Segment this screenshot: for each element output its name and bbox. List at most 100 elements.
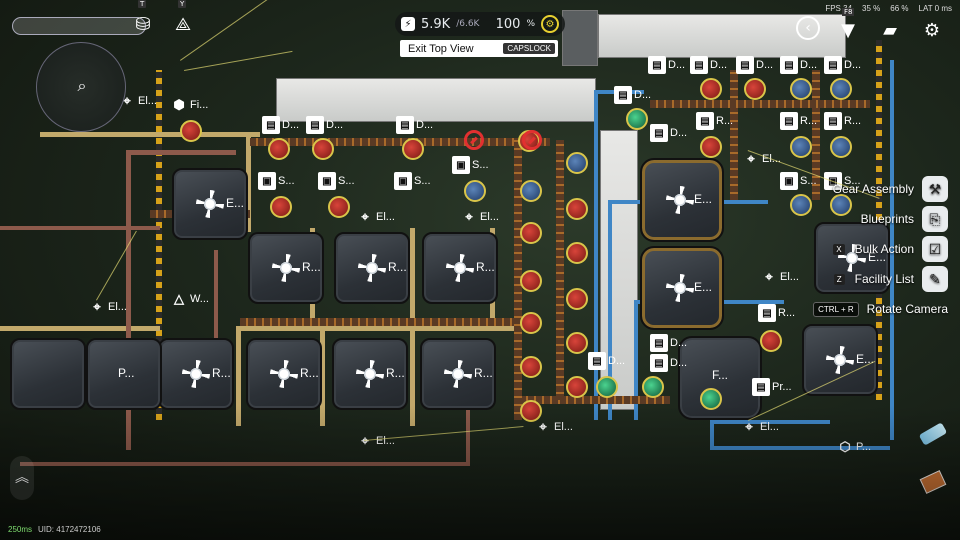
item-token[interactable]: [566, 332, 588, 354]
item-token[interactable]: [642, 376, 664, 398]
item-token[interactable]: [566, 198, 588, 220]
node-r[interactable]: ▤R...: [758, 304, 795, 322]
node-pr[interactable]: ▤Pr...: [752, 378, 792, 396]
item-token[interactable]: [464, 180, 486, 202]
node-relay[interactable]: ⌖El...: [460, 208, 499, 226]
node-relay[interactable]: ⌖El...: [760, 268, 799, 286]
item-token[interactable]: [700, 136, 722, 158]
node-depot[interactable]: ▤R...: [824, 112, 861, 130]
recipe-button[interactable]: F8 ▼: [834, 8, 862, 44]
node-depot[interactable]: ▤R...: [780, 112, 817, 130]
search-bar[interactable]: [12, 17, 146, 35]
item-token[interactable]: [744, 78, 766, 100]
node-w[interactable]: △W...: [170, 290, 209, 308]
menu-rotate-camera[interactable]: CTRL + R Rotate Camera: [813, 296, 948, 322]
node-storage[interactable]: ▣S...: [780, 172, 817, 190]
electric-machine[interactable]: E...: [640, 158, 724, 242]
node-storage[interactable]: ▣S...: [258, 172, 295, 190]
item-token[interactable]: [790, 78, 812, 100]
item-token[interactable]: [520, 222, 542, 244]
node-depot[interactable]: ▤D...: [780, 56, 817, 74]
menu-bulk-action[interactable]: X Bulk Action ☑: [833, 236, 948, 262]
card-icon[interactable]: [919, 470, 947, 494]
refinery-machine[interactable]: R...: [248, 232, 324, 304]
item-token[interactable]: [328, 196, 350, 218]
item-token[interactable]: [268, 138, 290, 160]
back-button[interactable]: ‹: [796, 16, 820, 40]
expand-panel-button[interactable]: ︽: [10, 456, 34, 500]
item-token[interactable]: [520, 356, 542, 378]
settings-button[interactable]: ⚙: [918, 16, 946, 44]
refinery-machine[interactable]: R...: [422, 232, 498, 304]
gear-assembly-machine[interactable]: E...: [814, 222, 890, 294]
electric-machine[interactable]: E...: [640, 246, 724, 330]
node-depot[interactable]: ▤D...: [650, 334, 687, 352]
inventory-button[interactable]: ▰: [876, 16, 904, 44]
item-token[interactable]: [270, 196, 292, 218]
node-relay[interactable]: ⌖El...: [118, 92, 157, 110]
item-token[interactable]: [830, 194, 852, 216]
item-token[interactable]: [566, 152, 588, 174]
node-depot[interactable]: ▤D...: [588, 352, 625, 370]
item-token[interactable]: [700, 388, 722, 410]
item-token[interactable]: [520, 400, 542, 422]
item-token[interactable]: [790, 194, 812, 216]
node-relay[interactable]: ⌖El...: [88, 298, 127, 316]
node-p[interactable]: ⬡P...: [836, 438, 871, 456]
item-token[interactable]: [402, 138, 424, 160]
node-depot[interactable]: ▤D...: [650, 124, 687, 142]
network-button[interactable]: T ⛁: [130, 0, 156, 36]
node-depot[interactable]: ▤D...: [650, 354, 687, 372]
node-depot[interactable]: ▤D...: [306, 116, 343, 134]
settings-gear-icon[interactable]: ⚙: [541, 15, 559, 33]
item-token[interactable]: [760, 330, 782, 352]
node-depot[interactable]: ▤D...: [614, 86, 651, 104]
menu-blueprints[interactable]: Blueprints ⎘: [861, 206, 948, 232]
node-depot[interactable]: ▤D...: [262, 116, 299, 134]
item-token[interactable]: [830, 136, 852, 158]
item-token[interactable]: [566, 288, 588, 310]
item-token[interactable]: [520, 312, 542, 334]
node-relay[interactable]: ⌖El...: [356, 208, 395, 226]
electric-machine[interactable]: E...: [802, 324, 878, 396]
node-depot[interactable]: ▤D...: [736, 56, 773, 74]
node-depot[interactable]: ▤R...: [696, 112, 733, 130]
facility-machine[interactable]: F...: [678, 336, 762, 420]
item-token[interactable]: [626, 108, 648, 130]
refinery-machine[interactable]: R...: [334, 232, 410, 304]
build-button[interactable]: Y ⟁: [170, 0, 196, 36]
minimap[interactable]: ⌕: [36, 42, 126, 132]
pump-machine[interactable]: [10, 338, 86, 410]
item-token[interactable]: [566, 242, 588, 264]
refinery-machine[interactable]: R...: [332, 338, 408, 410]
node-depot[interactable]: ▤D...: [824, 56, 861, 74]
node-relay[interactable]: ⌖El...: [534, 418, 573, 436]
item-token[interactable]: [180, 120, 202, 142]
node-fi[interactable]: ⬢Fi...: [170, 96, 208, 114]
item-token[interactable]: [790, 136, 812, 158]
item-token[interactable]: [596, 376, 618, 398]
node-storage[interactable]: ▣S...: [318, 172, 355, 190]
menu-facility-list[interactable]: Z Facility List ✎: [833, 266, 948, 292]
node-relay[interactable]: ⌖El...: [356, 432, 395, 450]
menu-gear-assembly[interactable]: Gear Assembly ⚒: [833, 176, 948, 202]
node-depot[interactable]: ▤D...: [648, 56, 685, 74]
node-depot[interactable]: ▤D...: [690, 56, 727, 74]
item-token[interactable]: [520, 270, 542, 292]
item-token[interactable]: [566, 376, 588, 398]
node-relay[interactable]: ⌖El...: [740, 418, 779, 436]
item-token[interactable]: [830, 78, 852, 100]
electric-machine[interactable]: E...: [172, 168, 248, 240]
node-storage[interactable]: ▣S...: [394, 172, 431, 190]
item-token[interactable]: [520, 180, 542, 202]
pump-machine[interactable]: P...: [86, 338, 162, 410]
crystal-icon[interactable]: [918, 422, 948, 446]
node-depot[interactable]: ▤D...: [396, 116, 433, 134]
item-token[interactable]: [700, 78, 722, 100]
node-storage[interactable]: ▣S...: [452, 156, 489, 174]
refinery-machine[interactable]: R...: [420, 338, 496, 410]
refinery-machine[interactable]: R...: [158, 338, 234, 410]
item-token[interactable]: [312, 138, 334, 160]
refinery-machine[interactable]: R...: [246, 338, 322, 410]
